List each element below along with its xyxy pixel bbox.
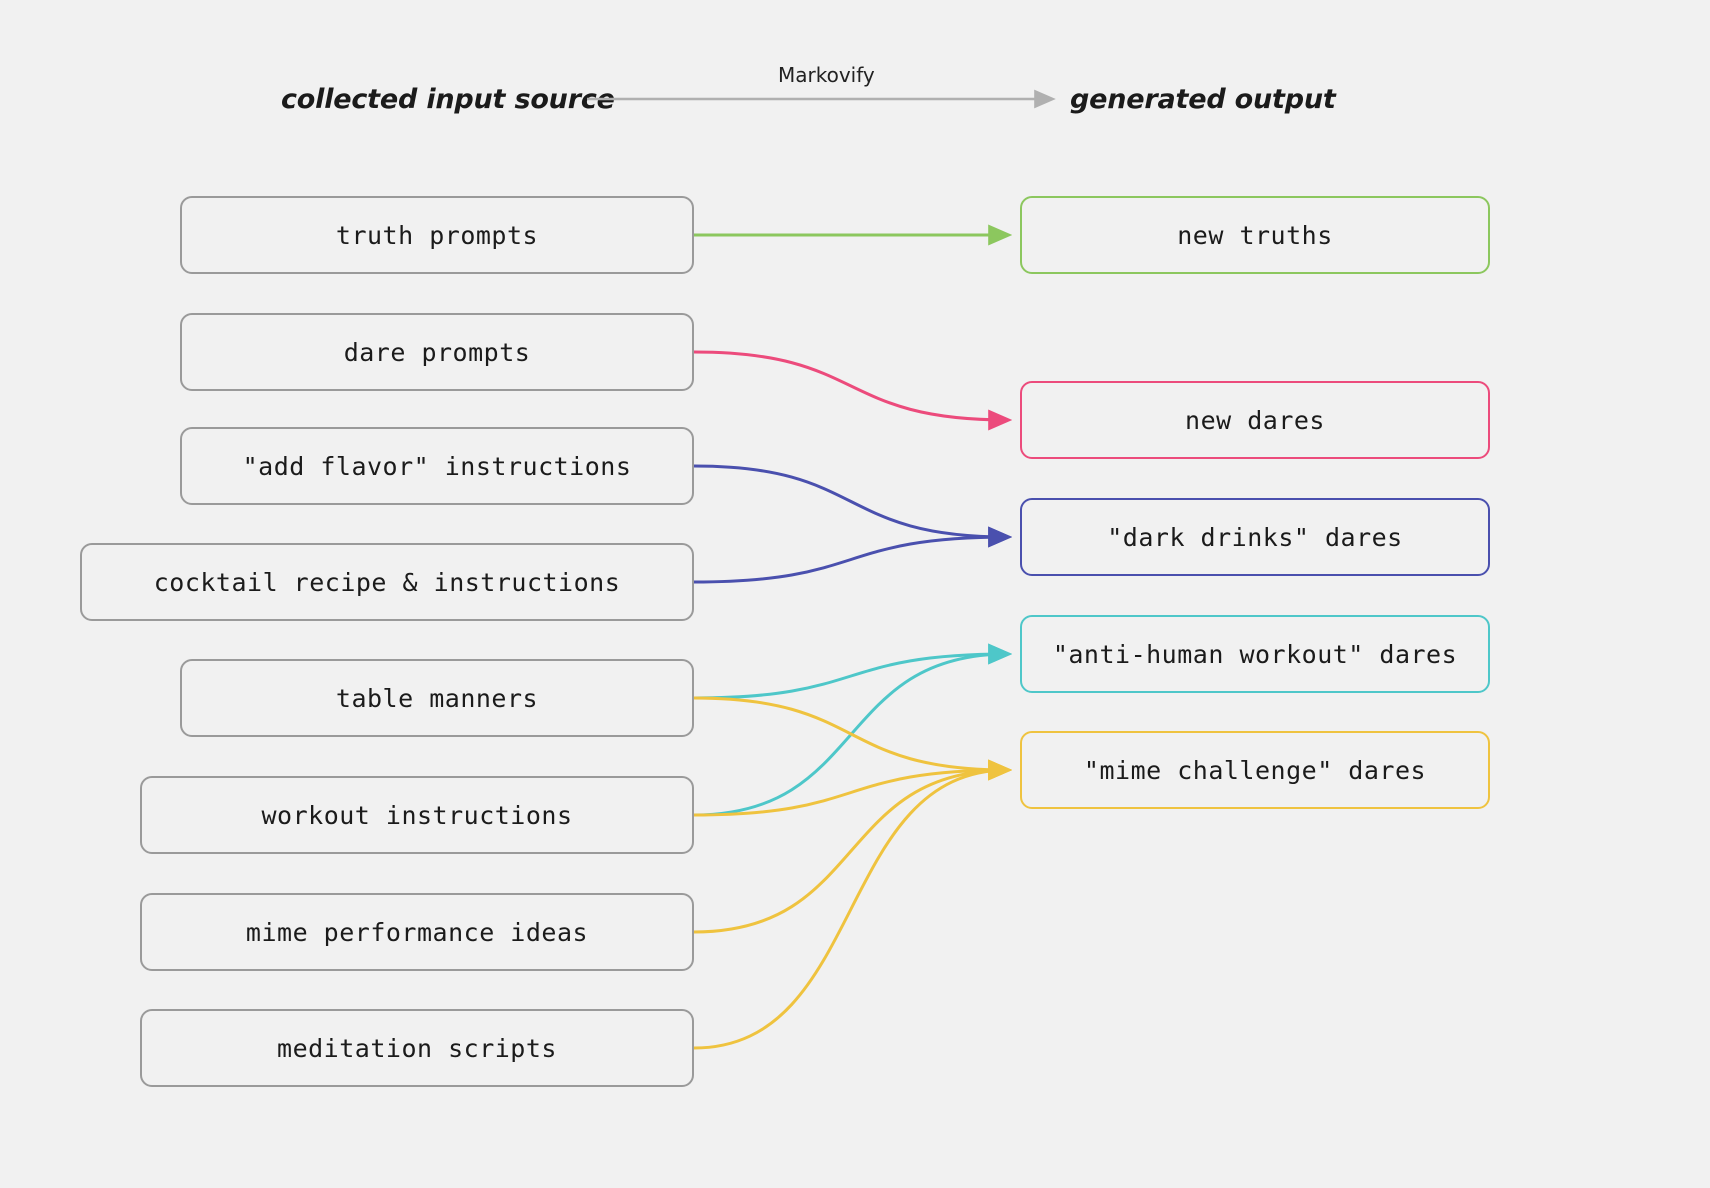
edge-table-manners-to-anti-human — [692, 643, 1013, 700]
node-label: mime performance ideas — [245, 917, 589, 947]
edge-mime-performance-to-mime-challenge — [692, 759, 1013, 934]
edge-cocktail-recipe-to-dark-drinks — [692, 526, 1013, 584]
edge-workout-instructions-to-anti-human — [692, 643, 1013, 817]
node-label: new dares — [1185, 405, 1325, 435]
node-label: new truths — [1177, 220, 1333, 250]
node-label: "anti-human workout" dares — [1052, 639, 1458, 669]
output-node-dark-drinks[interactable]: "dark drinks" dares — [1020, 498, 1490, 576]
edge-add-flavor-to-dark-drinks — [692, 464, 1013, 548]
output-node-new-truths[interactable]: new truths — [1020, 196, 1490, 274]
input-node-add-flavor[interactable]: "add flavor" instructions — [180, 427, 694, 505]
input-node-meditation-scripts[interactable]: meditation scripts — [140, 1009, 694, 1087]
input-node-cocktail-recipe[interactable]: cocktail recipe & instructions — [80, 543, 694, 621]
edge-dare-prompts-to-new-dares — [692, 350, 1013, 431]
column-header-output: generated output — [1070, 84, 1336, 115]
input-node-table-manners[interactable]: table manners — [180, 659, 694, 737]
edge-table-manners-to-mime-challenge — [692, 696, 1013, 781]
edge-workout-instructions-to-mime-challenge — [692, 759, 1013, 817]
node-label: "dark drinks" dares — [1107, 522, 1403, 552]
edge-meditation-scripts-to-mime-challenge — [692, 759, 1013, 1050]
input-node-dare-prompts[interactable]: dare prompts — [180, 313, 694, 391]
output-node-new-dares[interactable]: new dares — [1020, 381, 1490, 459]
input-node-truth-prompts[interactable]: truth prompts — [180, 196, 694, 274]
node-label: dare prompts — [343, 337, 531, 367]
node-label: table manners — [335, 683, 539, 713]
output-node-anti-human[interactable]: "anti-human workout" dares — [1020, 615, 1490, 693]
node-label: workout instructions — [261, 800, 573, 830]
node-label: truth prompts — [335, 220, 539, 250]
node-label: meditation scripts — [277, 1033, 557, 1063]
node-label: cocktail recipe & instructions — [153, 567, 621, 597]
process-label: Markovify — [778, 63, 875, 87]
output-node-mime-challenge[interactable]: "mime challenge" dares — [1020, 731, 1490, 809]
column-header-input: collected input source — [281, 84, 615, 115]
right-arrow-icon — [587, 89, 1056, 109]
input-node-workout-instructions[interactable]: workout instructions — [140, 776, 694, 854]
input-node-mime-performance[interactable]: mime performance ideas — [140, 893, 694, 971]
node-label: "add flavor" instructions — [242, 451, 632, 481]
node-label: "mime challenge" dares — [1083, 755, 1427, 785]
